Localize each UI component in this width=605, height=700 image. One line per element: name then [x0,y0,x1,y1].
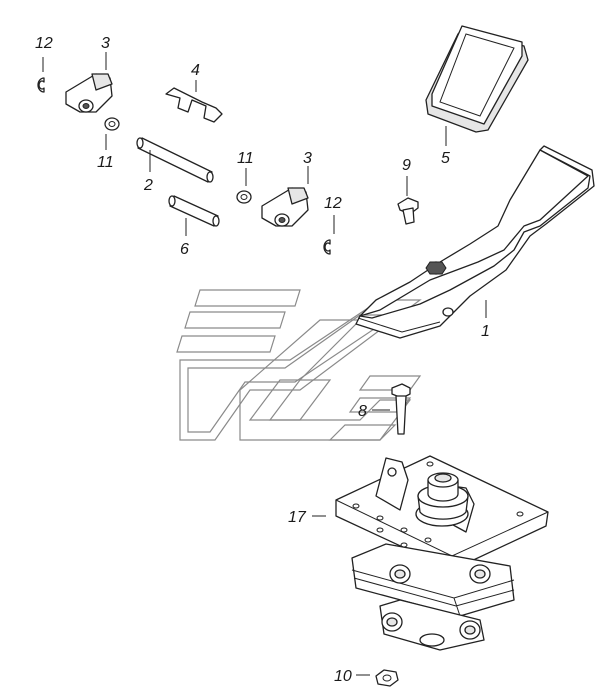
watermark-logo [176,289,422,441]
label-part-1: 1 [481,323,490,340]
part-retaining-clip-right [323,239,331,255]
part-labels: 12 3 4 11 2 6 11 3 12 9 5 1 8 17 10 [35,35,490,685]
label-part-11-left: 11 [97,154,114,171]
label-part-5: 5 [441,150,450,167]
label-part-17: 17 [288,509,307,526]
label-part-4: 4 [191,62,200,79]
label-part-12-right: 12 [324,195,342,212]
part-bolt-small [397,197,419,225]
part-short-pin [168,195,220,227]
part-washer-left [104,117,120,131]
label-part-2: 2 [143,177,153,194]
part-clevis-right [261,187,309,227]
part-brake-valve [335,455,549,651]
label-part-3-right: 3 [303,150,312,167]
label-part-12-left: 12 [35,35,53,52]
part-long-pin [136,137,214,183]
part-bolt-long [391,383,411,435]
leader-lines [42,52,487,676]
label-part-6: 6 [180,241,189,258]
part-pedal-lever [355,145,595,339]
label-part-9: 9 [402,157,411,174]
part-clevis-left [65,73,113,113]
part-bracket-clip [165,87,223,123]
part-nut [375,669,399,687]
label-part-3-left: 3 [101,35,110,52]
label-part-10: 10 [334,668,352,685]
label-part-8: 8 [358,403,367,420]
label-part-11-right: 11 [237,150,254,167]
part-retaining-clip-left [37,77,45,93]
part-washer-right [236,190,252,204]
part-pedal-pad [425,25,529,133]
